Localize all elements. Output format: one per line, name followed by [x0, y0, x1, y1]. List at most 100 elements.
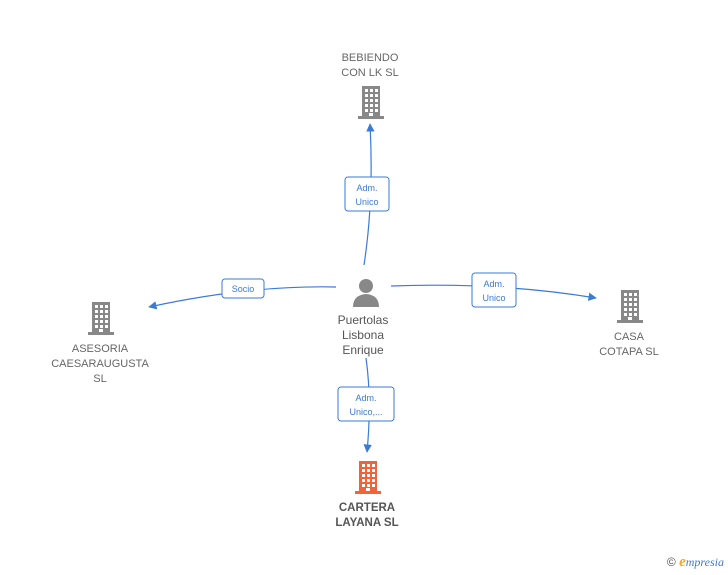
building-window [105, 315, 108, 318]
person-icon [353, 279, 379, 307]
building-window [624, 298, 627, 301]
building-window [375, 94, 378, 97]
building-window [624, 308, 627, 311]
building-window [624, 293, 627, 296]
building-window [100, 315, 103, 318]
building-window [375, 104, 378, 107]
building-window [365, 109, 368, 112]
building-window [629, 308, 632, 311]
building-window [362, 479, 365, 482]
brand-initial: e [679, 554, 686, 570]
company-name-line: COTAPA SL [599, 346, 659, 358]
person-name-line: Puertolas [338, 313, 389, 327]
building-window [95, 315, 98, 318]
building-window [365, 94, 368, 97]
building-window [362, 469, 365, 472]
building-window [365, 104, 368, 107]
copyright-symbol: © [666, 555, 676, 569]
company-name-line: CASA [614, 331, 645, 343]
edge-label-line: Adm. [483, 279, 504, 289]
empresia-watermark: © empresia [667, 554, 724, 571]
edge-label-line: Socio [232, 284, 255, 294]
building-window [100, 325, 103, 328]
building-icon [358, 86, 384, 119]
company-name-line: CAESARAUGUSTA [51, 358, 149, 370]
building-door [628, 317, 632, 320]
company-name-line: LAYANA SL [335, 517, 398, 529]
building-window [95, 305, 98, 308]
building-door [366, 488, 370, 491]
building-window [370, 99, 373, 102]
building-base [358, 116, 384, 119]
company-name-line: BEBIENDO [342, 52, 399, 64]
building-icon [88, 302, 114, 335]
building-window [634, 308, 637, 311]
building-window [362, 484, 365, 487]
building-window [372, 479, 375, 482]
edge-label-bebiendo[interactable]: Adm. Unico [344, 176, 390, 212]
edge-label-casa[interactable]: Adm. Unico [471, 272, 517, 308]
person-name-line: Lisbona [342, 328, 384, 342]
building-window [624, 313, 627, 316]
building-window [634, 293, 637, 296]
building-window [370, 109, 373, 112]
company-name-line: SL [93, 373, 106, 385]
building-window [105, 310, 108, 313]
building-window [95, 320, 98, 323]
building-window [375, 99, 378, 102]
edge-label-line: Unico [355, 197, 378, 207]
building-window [372, 484, 375, 487]
building-door [99, 329, 103, 332]
building-window [100, 320, 103, 323]
building-window [362, 464, 365, 467]
building-window [367, 484, 370, 487]
building-window [629, 293, 632, 296]
building-window [105, 320, 108, 323]
building-window [629, 298, 632, 301]
company-node-cartera[interactable]: CARTERA LAYANA SL [335, 461, 399, 529]
building-icon [355, 461, 381, 494]
edge-label-line: Adm. [356, 183, 377, 193]
building-window [634, 298, 637, 301]
building-base [88, 332, 114, 335]
building-window [95, 325, 98, 328]
company-name-line: ASESORIA [72, 343, 129, 355]
building-window [375, 89, 378, 92]
building-window [367, 464, 370, 467]
building-window [372, 464, 375, 467]
building-icon [617, 290, 643, 323]
building-window [105, 325, 108, 328]
company-name-line: CON LK SL [341, 67, 398, 79]
building-window [629, 313, 632, 316]
edge-label-cartera[interactable]: Adm. Unico,... [337, 386, 395, 422]
building-window [372, 469, 375, 472]
company-node-casa[interactable]: CASA COTAPA SL [599, 290, 659, 358]
building-window [367, 479, 370, 482]
building-window [100, 310, 103, 313]
company-node-asesoria[interactable]: ASESORIA CAESARAUGUSTA SL [51, 302, 149, 385]
building-window [375, 109, 378, 112]
edge-label-asesoria[interactable]: Socio [221, 278, 265, 299]
building-door [369, 113, 373, 116]
building-window [367, 474, 370, 477]
building-window [367, 469, 370, 472]
edge-label-line: Unico,... [349, 407, 382, 417]
building-window [370, 94, 373, 97]
company-node-bebiendo[interactable]: BEBIENDO CON LK SL [341, 52, 399, 119]
building-window [100, 305, 103, 308]
building-base [617, 320, 643, 323]
building-window [372, 474, 375, 477]
building-window [365, 89, 368, 92]
building-window [624, 303, 627, 306]
building-window [634, 303, 637, 306]
edge-label-line: Adm. [355, 393, 376, 403]
company-name-line: CARTERA [339, 502, 395, 514]
edge-label-line: Unico [482, 293, 505, 303]
building-window [95, 310, 98, 313]
center-person-node[interactable]: Puertolas Lisbona Enrique [338, 279, 389, 357]
brand-rest: mpresia [685, 555, 724, 569]
building-window [634, 313, 637, 316]
building-window [370, 89, 373, 92]
building-window [365, 99, 368, 102]
